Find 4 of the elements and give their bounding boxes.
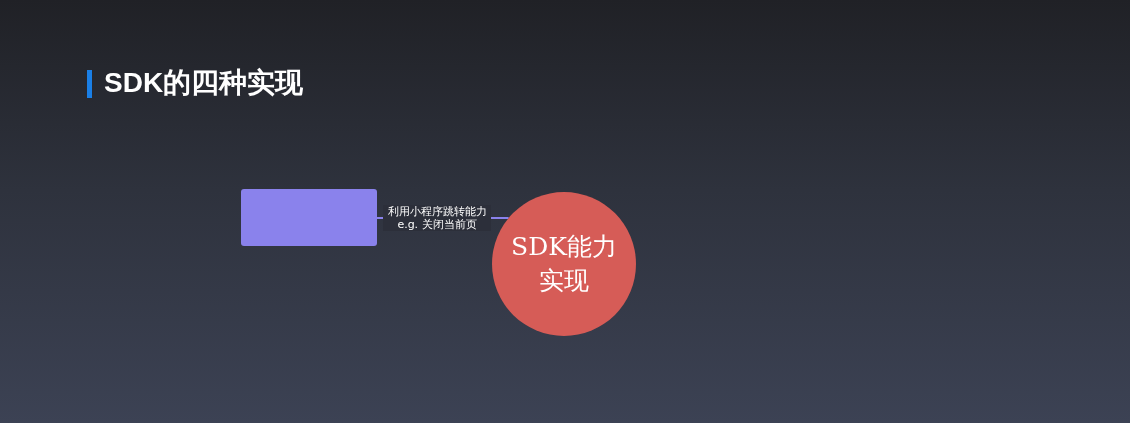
- edge-label: 利用小程序跳转能力 e.g. 关闭当前页: [383, 205, 491, 231]
- title: SDK的四种实现: [104, 66, 304, 100]
- process-box: [241, 189, 377, 246]
- node-label: SDK能力实现: [510, 231, 618, 297]
